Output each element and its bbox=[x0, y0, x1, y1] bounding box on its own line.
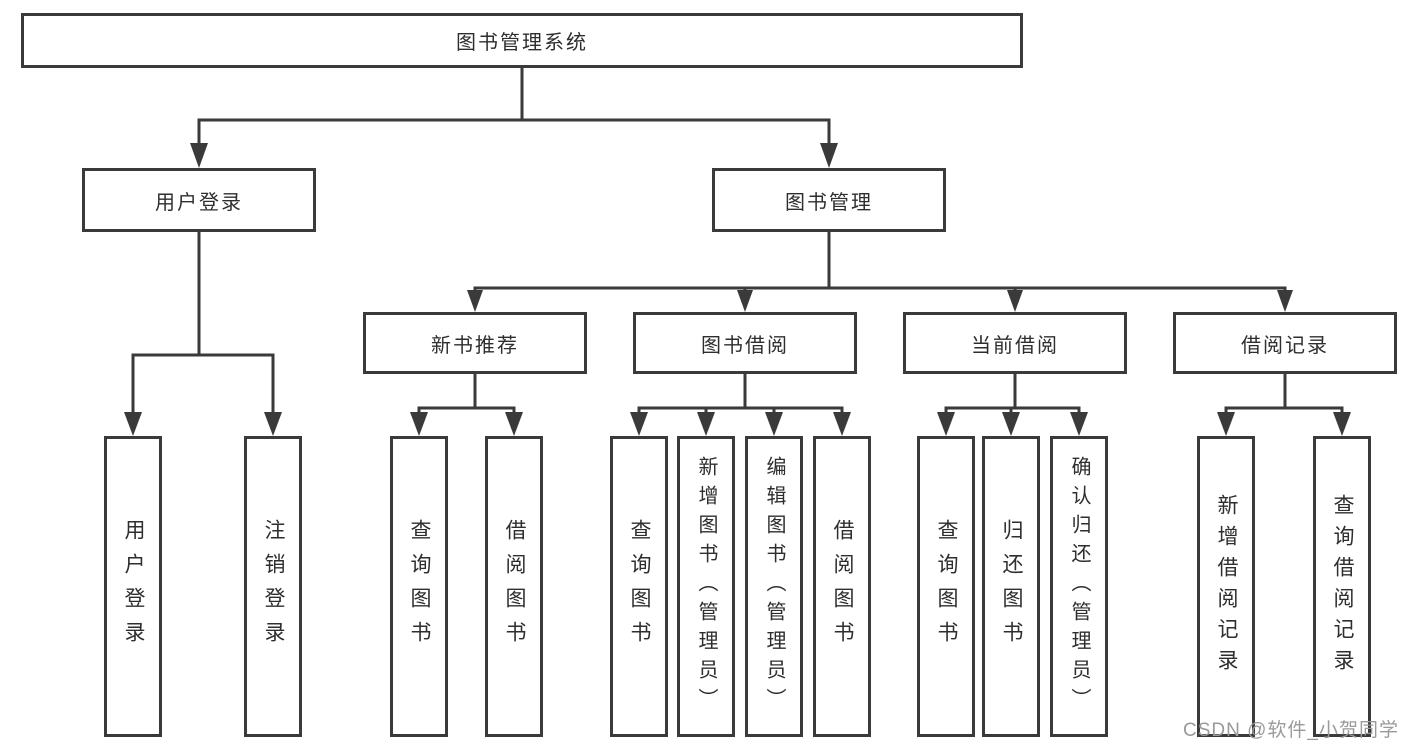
node-leaf-cb-query-book-label: 查询图书 bbox=[935, 518, 958, 655]
node-leaf-nb-query-book-label: 查询图书 bbox=[408, 518, 431, 655]
node-leaf-cb-return-book: 归还图书 bbox=[982, 436, 1040, 737]
node-leaf-cb-return-book-label: 归还图书 bbox=[1000, 518, 1023, 655]
node-current-borrowing: 当前借阅 bbox=[903, 312, 1127, 374]
node-leaf-logout: 注销登录 bbox=[244, 436, 302, 737]
node-leaf-br-add-record: 新增借阅记录 bbox=[1197, 436, 1255, 737]
node-book-management: 图书管理 bbox=[712, 168, 946, 232]
arrowheads bbox=[124, 143, 1351, 436]
node-leaf-br-add-record-label: 新增借阅记录 bbox=[1215, 493, 1238, 680]
csdn-watermark: CSDN @软件_小贺同学 bbox=[1183, 720, 1399, 741]
node-leaf-bb-query-book-label: 查询图书 bbox=[628, 518, 651, 655]
node-new-book-recommend-label: 新书推荐 bbox=[431, 334, 519, 357]
node-leaf-bb-edit-book: 编辑图书（管理员） bbox=[745, 436, 803, 737]
node-leaf-cb-confirm-return: 确认归还（管理员） bbox=[1050, 436, 1108, 737]
node-leaf-user-login-label: 用户登录 bbox=[122, 518, 145, 655]
node-leaf-nb-borrow-book: 借阅图书 bbox=[485, 436, 543, 737]
node-leaf-bb-add-book-label: 新增图书（管理员） bbox=[695, 456, 717, 717]
node-leaf-bb-borrow-book: 借阅图书 bbox=[813, 436, 871, 737]
node-leaf-nb-query-book: 查询图书 bbox=[390, 436, 448, 737]
node-leaf-cb-confirm-return-label: 确认归还（管理员） bbox=[1068, 456, 1090, 717]
node-leaf-br-query-record: 查询借阅记录 bbox=[1313, 436, 1371, 737]
node-leaf-cb-query-book: 查询图书 bbox=[917, 436, 975, 737]
node-leaf-nb-borrow-book-label: 借阅图书 bbox=[503, 518, 526, 655]
node-user-login: 用户登录 bbox=[82, 168, 316, 232]
node-leaf-user-login: 用户登录 bbox=[104, 436, 162, 737]
node-book-borrowing-label: 图书借阅 bbox=[701, 334, 789, 357]
node-leaf-bb-edit-book-label: 编辑图书（管理员） bbox=[763, 456, 785, 717]
node-current-borrowing-label: 当前借阅 bbox=[971, 334, 1059, 357]
node-new-book-recommend: 新书推荐 bbox=[363, 312, 587, 374]
node-leaf-bb-borrow-book-label: 借阅图书 bbox=[831, 518, 854, 655]
node-book-borrowing: 图书借阅 bbox=[633, 312, 857, 374]
node-leaf-br-query-record-label: 查询借阅记录 bbox=[1331, 493, 1354, 680]
node-user-login-label: 用户登录 bbox=[155, 191, 243, 214]
node-book-management-label: 图书管理 bbox=[785, 191, 873, 214]
node-leaf-bb-add-book: 新增图书（管理员） bbox=[677, 436, 735, 737]
node-leaf-bb-query-book: 查询图书 bbox=[610, 436, 668, 737]
node-borrow-records-label: 借阅记录 bbox=[1241, 334, 1329, 357]
node-root-label: 图书管理系统 bbox=[456, 32, 588, 54]
node-leaf-logout-label: 注销登录 bbox=[262, 518, 285, 655]
node-root: 图书管理系统 bbox=[21, 13, 1023, 68]
node-borrow-records: 借阅记录 bbox=[1173, 312, 1397, 374]
